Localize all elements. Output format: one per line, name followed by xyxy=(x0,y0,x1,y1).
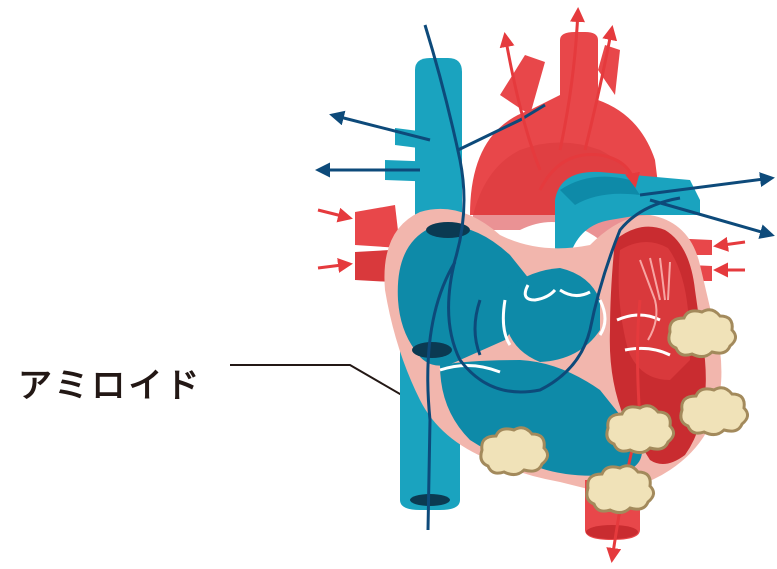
heart-diagram xyxy=(0,0,777,569)
illustration-canvas: アミロイド xyxy=(0,0,777,569)
